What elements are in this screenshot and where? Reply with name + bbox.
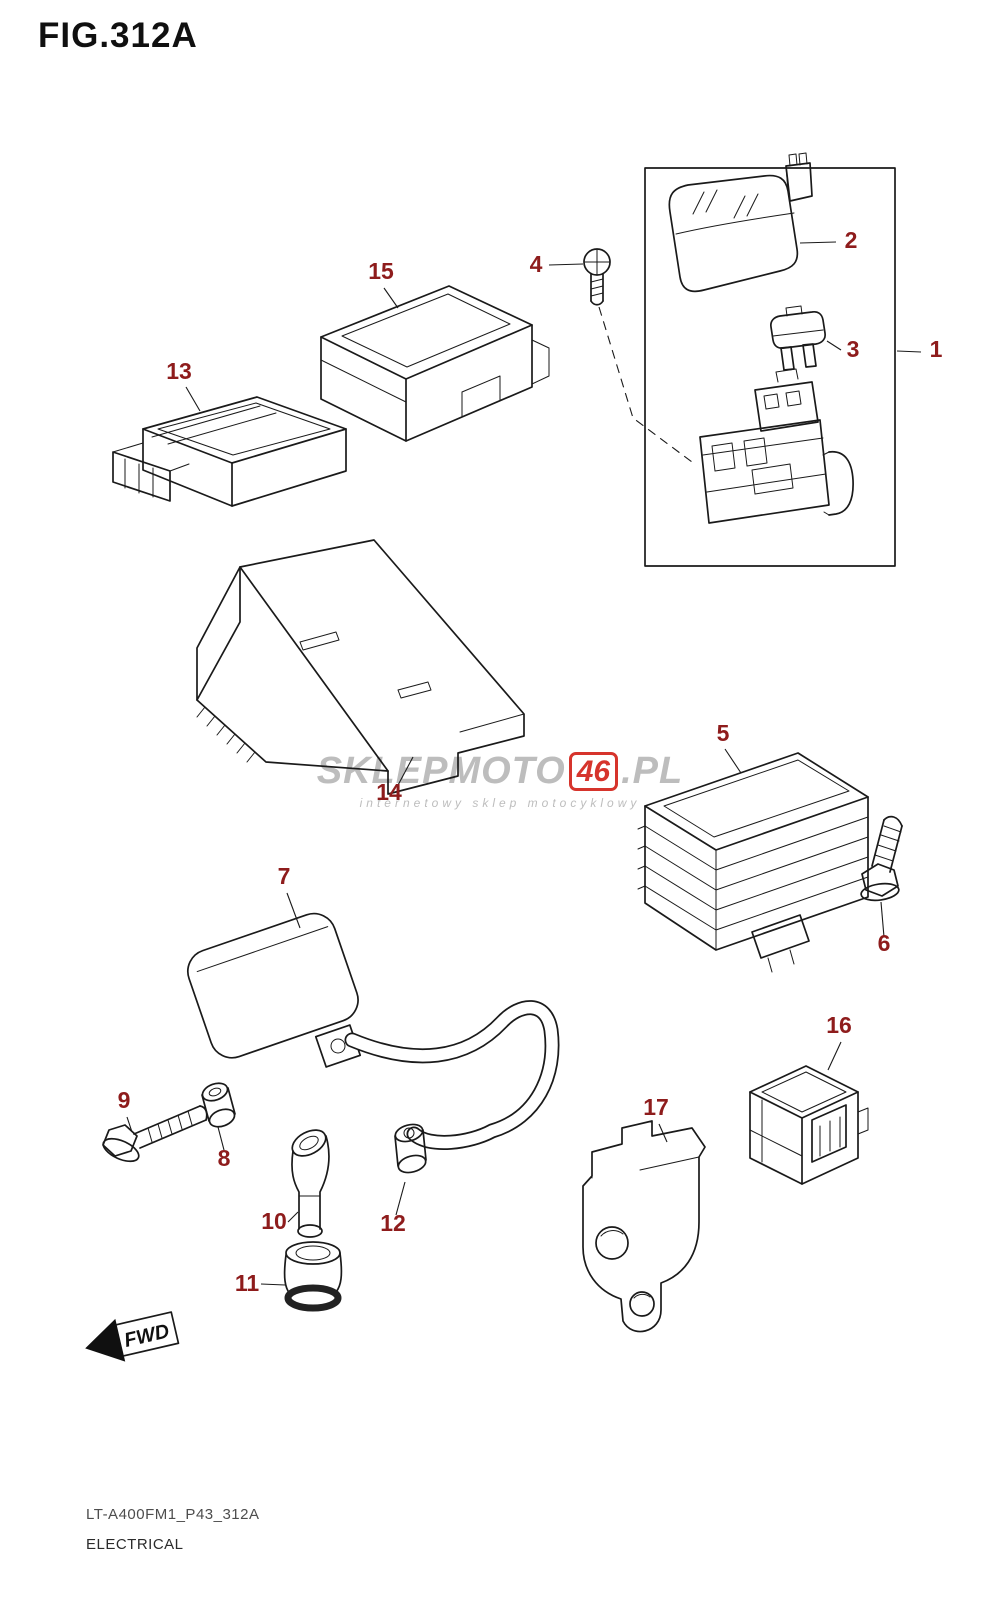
leader-line-7 xyxy=(286,892,301,929)
model-code: LT-A400FM1_P43_312A xyxy=(86,1506,260,1523)
part-7-sensor-drawing xyxy=(187,912,560,1150)
part-label-17: 17 xyxy=(643,1094,669,1120)
leader-line-12 xyxy=(395,1181,406,1216)
part-3-fuse-drawing xyxy=(770,305,826,371)
part-label-7: 7 xyxy=(278,863,291,889)
leader-lines xyxy=(126,241,922,1286)
leader-line-16 xyxy=(827,1041,842,1071)
part-label-11: 11 xyxy=(235,1270,260,1296)
part-label-1: 1 xyxy=(930,336,943,362)
leader-line-9 xyxy=(126,1116,133,1133)
leader-line-2 xyxy=(799,241,837,244)
part-label-6: 6 xyxy=(878,930,891,956)
part-label-2: 2 xyxy=(845,227,858,253)
part-6-bolt-drawing xyxy=(860,815,903,902)
fwd-arrow-icon: FWD xyxy=(85,1311,180,1362)
part-number-labels: 1 2 3 4 5 6 7 8 9 10 11 12 13 14 15 16 1… xyxy=(118,227,943,1296)
part-label-14: 14 xyxy=(376,779,402,805)
leader-line-3 xyxy=(826,340,842,351)
footer: LT-A400FM1_P43_312A ELECTRICAL xyxy=(86,1506,260,1553)
part-4-screw-drawing xyxy=(583,248,697,466)
leader-line-4 xyxy=(548,263,584,266)
part-13-ecu-drawing xyxy=(112,396,347,507)
figure-caption: ELECTRICAL xyxy=(86,1536,184,1553)
part-10-elbow-tube-drawing xyxy=(291,1129,330,1238)
part-label-12: 12 xyxy=(380,1210,406,1236)
part-label-3: 3 xyxy=(847,336,860,362)
leader-line-13 xyxy=(185,386,201,412)
leader-line-6 xyxy=(880,901,885,938)
leader-line-8 xyxy=(217,1126,225,1151)
watermark-brand-left: SKLEPMOTO xyxy=(316,750,566,792)
part-label-13: 13 xyxy=(166,358,192,384)
part-label-8: 8 xyxy=(218,1145,231,1171)
part-label-4: 4 xyxy=(530,251,543,277)
watermark-logo: SKLEPMOTO 46 .PL internetowy sklep motoc… xyxy=(0,750,1000,810)
part-8-spacer-drawing xyxy=(201,1082,236,1128)
part-label-9: 9 xyxy=(118,1087,131,1113)
part-2-relay-cover-drawing xyxy=(668,152,813,293)
watermark-brand-row: SKLEPMOTO 46 .PL xyxy=(317,750,684,793)
watermark-brand-number: 46 xyxy=(568,752,619,791)
leader-line-11 xyxy=(260,1283,286,1286)
part-label-10: 10 xyxy=(261,1208,287,1234)
part-12-plug-drawing xyxy=(394,1123,427,1174)
part-label-15: 15 xyxy=(368,258,394,284)
part-1-boundary-box xyxy=(644,167,896,567)
leader-line-14 xyxy=(396,756,414,788)
part-15-cover-drawing xyxy=(320,285,550,442)
watermark-brand-suffix: .PL xyxy=(621,750,684,792)
part-label-16: 16 xyxy=(826,1012,852,1038)
figure-title: FIG.312A xyxy=(38,16,198,55)
part-17-bracket-drawing xyxy=(582,1120,706,1333)
leader-line-5 xyxy=(724,748,742,774)
part-label-5: 5 xyxy=(717,720,730,746)
part-1-relay-assembly-drawing xyxy=(699,368,854,524)
part-14-bracket-drawing xyxy=(196,539,525,795)
leader-line-17 xyxy=(658,1123,668,1143)
leader-line-15 xyxy=(383,287,399,309)
part-16-relay-cube-drawing xyxy=(749,1065,869,1185)
leader-line-10 xyxy=(287,1211,299,1223)
part-9-bolt-drawing xyxy=(102,1105,208,1163)
part-11-boot-cap-drawing xyxy=(283,1241,343,1312)
leader-line-1 xyxy=(896,350,922,353)
watermark-tagline: internetowy sklep motocyklowy xyxy=(359,796,641,810)
part-5-regulator-drawing xyxy=(637,752,869,973)
